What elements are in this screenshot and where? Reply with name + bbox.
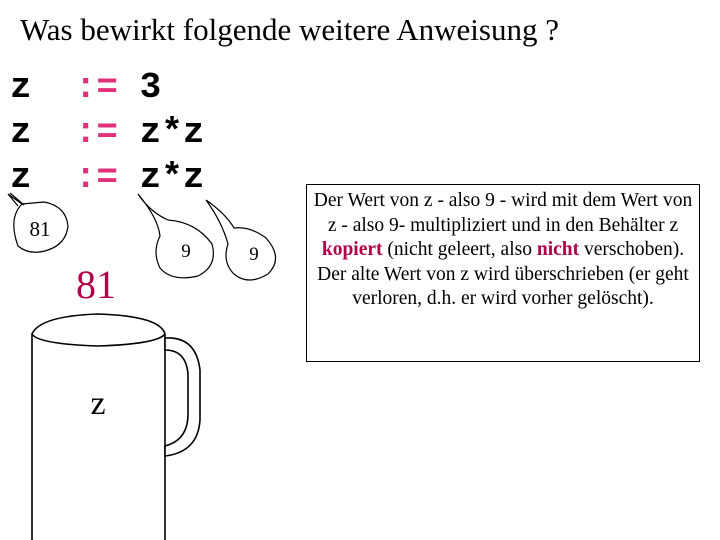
operand1-bubble: [137, 193, 214, 279]
mug-container-z: 81 z: [31, 262, 201, 540]
operand2-value: 9: [249, 244, 259, 265]
result-bubble-value: 81: [30, 217, 51, 241]
explanation-box: Der Wert von z - also 9 - wird mit dem W…: [306, 184, 700, 362]
slide-title: Was bewirkt folgende weitere Anweisung ?: [20, 12, 559, 47]
emphasis-nicht: nicht: [536, 239, 580, 260]
result-bubble: [7, 193, 69, 253]
explanation-text: Der Wert von z - also 9 - wird mit dem W…: [313, 190, 693, 236]
mug-body: [31, 334, 166, 540]
code-line-3: z := z*z: [10, 160, 204, 196]
code-var: z: [10, 157, 32, 198]
mug-content-value: 81: [76, 262, 116, 307]
code-var: z: [10, 112, 32, 153]
mug-rim: [31, 313, 166, 347]
emphasis-kopiert: kopiert: [321, 239, 383, 260]
operand2-bubble: [205, 199, 277, 281]
explanation-text: verschoben). Der alte Wert von z wird üb…: [317, 239, 689, 309]
code-line-1: z := 3: [10, 70, 161, 106]
explanation-text: (nicht geleert, also: [382, 239, 537, 260]
code-expression: 3: [139, 67, 162, 108]
operand1-value: 9: [181, 241, 191, 262]
assign-operator: :=: [74, 67, 119, 108]
code-expression: z*z: [139, 112, 205, 153]
mug-handle: [164, 337, 201, 457]
mug-label: z: [90, 385, 105, 422]
code-var: z: [10, 67, 32, 108]
code-expression: z*z: [139, 157, 205, 198]
code-line-2: z := z*z: [10, 115, 204, 151]
assign-operator: :=: [74, 157, 119, 198]
assign-operator: :=: [74, 112, 119, 153]
